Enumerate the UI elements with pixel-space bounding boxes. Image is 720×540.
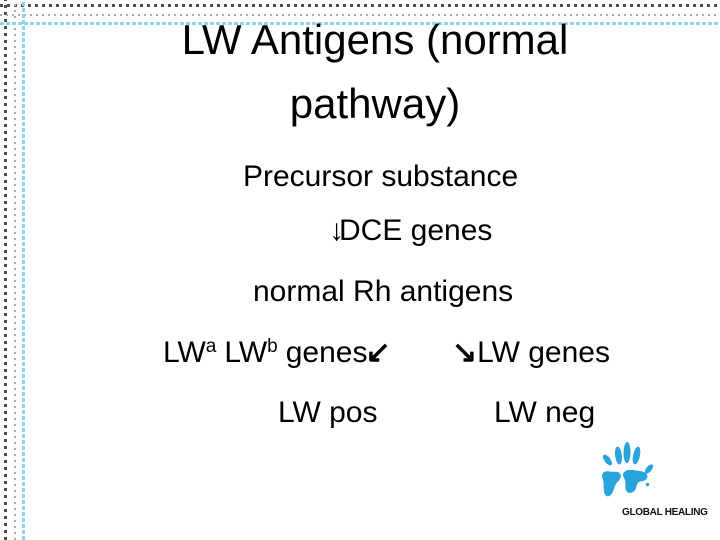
lw-a-base: LW [163, 336, 206, 369]
outer-dashed-border-top [0, 4, 720, 7]
lw-ab-genes-label: genes [285, 336, 368, 369]
lw-genes-line: ↘LW genes [452, 338, 610, 368]
precursor-substance-text: Precursor substance [243, 160, 519, 193]
global-healing-logo: GLOBAL HEALING [596, 438, 708, 522]
superscript-a: a [205, 336, 217, 357]
slide-title-line-2: pathway) [289, 80, 461, 127]
outer-dashed-border-left [4, 0, 7, 540]
down-right-arrow-icon: ↘ [452, 336, 478, 369]
lw-b-base: LW [224, 336, 268, 369]
normal-rh-antigens-text: normal Rh antigens [253, 275, 514, 308]
inner-cyan-border-left [22, 0, 25, 540]
middle-dotted-border-left [14, 0, 16, 540]
slide-title: LW Antigens (normal pathway) [30, 8, 720, 136]
handprint-globe-icon [602, 442, 654, 497]
slide-title-line-1: LW Antigens (normal [181, 16, 569, 63]
dce-genes-label: DCE genes [339, 214, 493, 247]
logo-caption: GLOBAL HEALING [622, 507, 708, 518]
lw-genes-label: LW genes [477, 336, 610, 369]
superscript-b: b [267, 336, 278, 357]
down-left-arrow-icon: ↙ [365, 336, 391, 369]
down-arrow-icon: ↓ [329, 214, 344, 247]
lw-neg-text: LW neg [494, 396, 596, 429]
lw-pos-text: LW pos [278, 396, 378, 429]
dce-genes-line: ↓DCE genes [329, 216, 492, 246]
